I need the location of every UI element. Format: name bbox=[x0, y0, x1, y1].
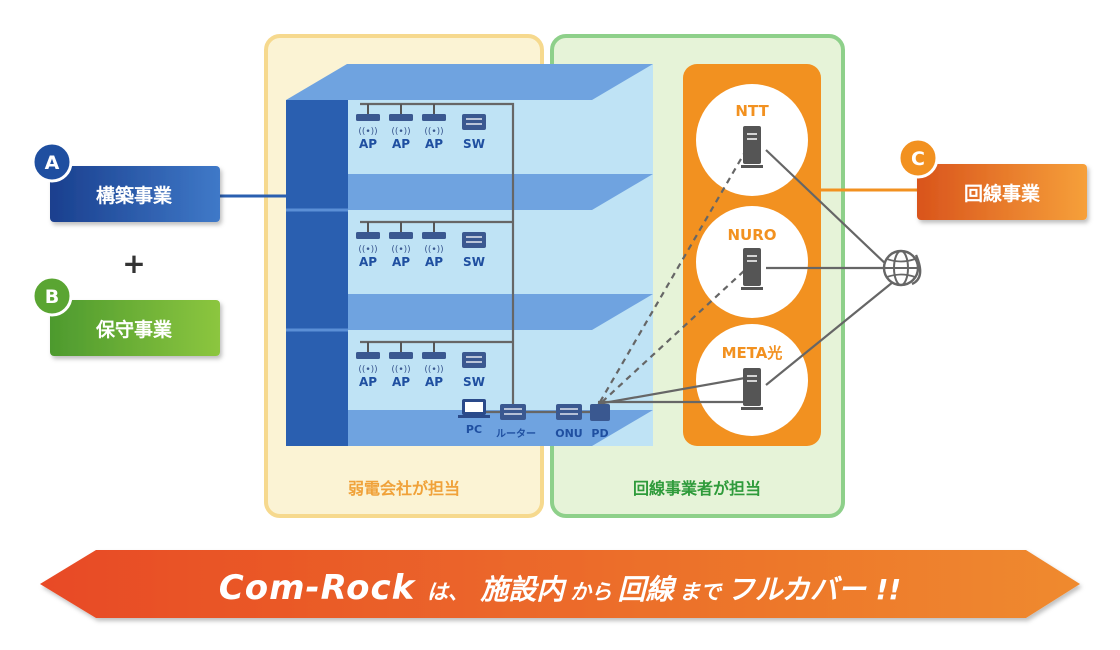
router-label: ルーター bbox=[496, 428, 536, 440]
slogan-banner bbox=[40, 550, 1080, 618]
access-point-label: AP bbox=[425, 255, 443, 269]
slogan-part-1: 施設内 bbox=[480, 573, 565, 606]
router-icon bbox=[500, 404, 526, 420]
access-point-icon: ((•)) bbox=[356, 342, 380, 375]
switch-label: SW bbox=[463, 375, 485, 389]
svg-text:((•)): ((•)) bbox=[424, 365, 443, 375]
badge-a bbox=[31, 141, 73, 183]
business-c-text: 回線事業 bbox=[964, 182, 1041, 205]
switch-icon bbox=[462, 352, 486, 368]
access-point-icon: ((•)) bbox=[389, 222, 413, 255]
access-point-icon: ((•)) bbox=[356, 222, 380, 255]
server-icon bbox=[741, 248, 763, 290]
access-point-icon: ((•)) bbox=[422, 342, 446, 375]
internet-globe-icon bbox=[882, 249, 922, 287]
server-icon bbox=[741, 368, 763, 410]
provider-nuro-label: NURO bbox=[727, 226, 776, 244]
business-b-label bbox=[50, 300, 220, 356]
access-point-label: AP bbox=[425, 137, 443, 151]
access-point-icon: ((•)) bbox=[356, 104, 380, 137]
access-point-label: AP bbox=[392, 375, 410, 389]
access-point-icon: ((•)) bbox=[422, 222, 446, 255]
access-point-icon: ((•)) bbox=[389, 342, 413, 375]
access-point-icon: ((•)) bbox=[389, 104, 413, 137]
badge-a-letter: A bbox=[45, 152, 60, 174]
provider-ntt-label: NTT bbox=[735, 102, 769, 120]
pc-icon bbox=[458, 399, 490, 418]
right-zone-caption: 回線事業者が担当 bbox=[633, 479, 761, 498]
pd-icon bbox=[590, 404, 610, 421]
access-point-label: AP bbox=[359, 137, 377, 151]
slogan-part-4: まで bbox=[679, 580, 722, 604]
provider-meta-label: META光 bbox=[722, 344, 783, 362]
business-b-text: 保守事業 bbox=[95, 318, 173, 341]
onu-label: ONU bbox=[555, 427, 583, 440]
business-c-label bbox=[917, 164, 1087, 220]
badge-b-letter: B bbox=[45, 286, 59, 308]
switch-label: SW bbox=[463, 255, 485, 269]
svg-text:((•)): ((•)) bbox=[424, 127, 443, 137]
switch-label: SW bbox=[463, 137, 485, 151]
slogan-part-3: 回線 bbox=[617, 573, 674, 606]
svg-text:((•)): ((•)) bbox=[358, 245, 377, 255]
access-point-label: AP bbox=[359, 375, 377, 389]
onu-icon bbox=[556, 404, 582, 420]
svg-text:((•)): ((•)) bbox=[358, 127, 377, 137]
plus-sign: + bbox=[122, 247, 145, 280]
access-point-label: AP bbox=[392, 137, 410, 151]
svg-text:((•)): ((•)) bbox=[358, 365, 377, 375]
access-point-icon: ((•)) bbox=[422, 104, 446, 137]
slogan-ha: は、 bbox=[426, 580, 469, 604]
svg-text:((•)): ((•)) bbox=[424, 245, 443, 255]
pd-label: PD bbox=[591, 427, 608, 440]
switch-icon bbox=[462, 232, 486, 248]
backup-lines bbox=[599, 151, 746, 403]
slogan-part-2: から bbox=[570, 580, 612, 604]
switch-icon bbox=[462, 114, 486, 130]
business-a-label bbox=[50, 166, 220, 222]
wiring bbox=[360, 102, 894, 414]
badge-c-letter: C bbox=[911, 148, 925, 170]
pc-label: PC bbox=[466, 423, 482, 436]
slogan-text: Com-Rock は、 施設内 から 回線 まで フルカバー !! bbox=[40, 568, 1080, 608]
slogan-part-5: フルカバー !! bbox=[726, 573, 902, 606]
brand-name: Com-Rock bbox=[218, 568, 416, 608]
server-icon bbox=[741, 126, 763, 168]
access-point-label: AP bbox=[359, 255, 377, 269]
badge-c bbox=[897, 137, 939, 179]
business-a-text: 構築事業 bbox=[96, 184, 173, 207]
access-point-label: AP bbox=[425, 375, 443, 389]
left-zone-caption: 弱電会社が担当 bbox=[348, 479, 460, 498]
svg-text:((•)): ((•)) bbox=[391, 245, 410, 255]
badge-b bbox=[31, 275, 73, 317]
svg-text:((•)): ((•)) bbox=[391, 127, 410, 137]
building bbox=[286, 64, 653, 446]
svg-text:((•)): ((•)) bbox=[391, 365, 410, 375]
access-point-label: AP bbox=[392, 255, 410, 269]
